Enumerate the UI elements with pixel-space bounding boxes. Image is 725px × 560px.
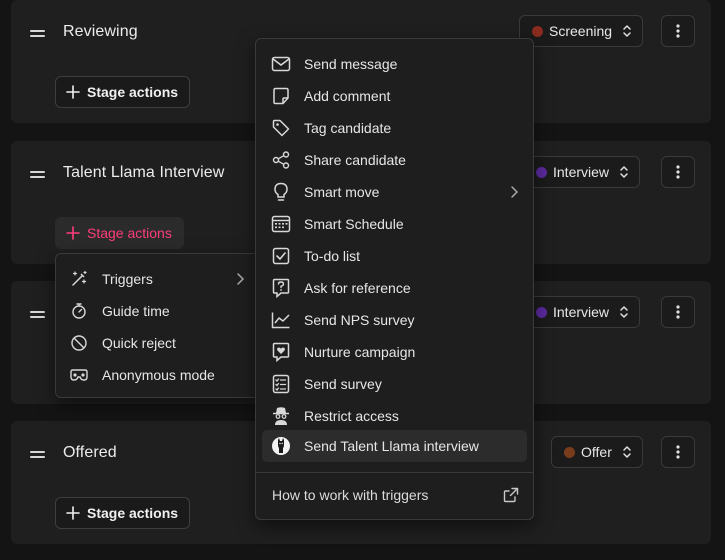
drag-handle-icon[interactable] [30, 309, 45, 319]
menu-divider [256, 472, 533, 473]
menu-item-label: To-do list [304, 248, 361, 264]
magic-wand-icon [69, 269, 89, 289]
envelope-icon [271, 54, 291, 74]
chevron-updown-icon [623, 446, 631, 458]
chevron-right-icon [511, 186, 519, 198]
menu-item-to-do-list[interactable]: To-do list [262, 241, 527, 271]
menu-item-label: Add comment [304, 88, 391, 104]
stage-title: Reviewing [63, 23, 138, 40]
more-options-button[interactable] [661, 296, 695, 328]
stage-actions-label: Stage actions [87, 505, 179, 521]
status-label: Interview [553, 164, 610, 180]
menu-item-guide-time[interactable]: Guide time [60, 296, 253, 326]
stage-actions-button[interactable]: Stage actions [55, 76, 191, 108]
more-vertical-icon [676, 24, 680, 38]
menu-item-smart-schedule[interactable]: Smart Schedule [262, 209, 527, 239]
chevron-right-icon [237, 273, 245, 285]
more-vertical-icon [676, 445, 680, 459]
help-link-label: How to work with triggers [272, 487, 429, 503]
drag-handle-icon[interactable] [30, 169, 45, 179]
more-vertical-icon [676, 165, 680, 179]
menu-item-label: Send NPS survey [304, 312, 415, 328]
menu-item-label: Send Talent Llama interview [304, 438, 479, 454]
status-dot [536, 306, 547, 318]
menu-item-share-candidate[interactable]: Share candidate [262, 145, 527, 175]
menu-item-label: Send message [304, 56, 398, 72]
drag-handle-icon[interactable] [30, 449, 45, 459]
stage-status-select[interactable]: Interview [523, 156, 641, 188]
tag-icon [271, 118, 291, 138]
note-icon [271, 86, 291, 106]
status-dot [564, 446, 575, 458]
chevron-updown-icon [620, 166, 628, 178]
menu-item-triggers[interactable]: Triggers [60, 264, 253, 294]
external-link-icon [503, 487, 519, 503]
stage-actions-menu: Triggers Guide time Quick reject Anonymo… [55, 253, 260, 398]
stage-actions-label: Stage actions [87, 225, 172, 241]
menu-item-send-talent-llama-interview[interactable]: Send Talent Llama interview [262, 430, 527, 462]
stage-actions-label: Stage actions [87, 84, 179, 100]
menu-item-quick-reject[interactable]: Quick reject [60, 328, 253, 358]
calendar-icon [271, 214, 291, 234]
menu-item-add-comment[interactable]: Add comment [262, 81, 527, 111]
stage-title: Offered [63, 444, 117, 461]
menu-item-anonymous-mode[interactable]: Anonymous mode [60, 360, 253, 390]
spy-icon [271, 406, 291, 426]
chevron-updown-icon [620, 306, 628, 318]
menu-item-label: Smart move [304, 184, 380, 200]
stage-actions-button[interactable]: Stage actions [55, 497, 191, 529]
stage-status-select[interactable]: Screening [519, 15, 644, 47]
menu-item-label: Quick reject [102, 335, 176, 351]
share-icon [271, 150, 291, 170]
menu-item-ask-for-reference[interactable]: Ask for reference [262, 273, 527, 303]
menu-item-label: Ask for reference [304, 280, 411, 296]
stopwatch-icon [69, 301, 89, 321]
status-label: Screening [549, 23, 613, 39]
stage-status-select[interactable]: Offer [551, 436, 643, 468]
menu-item-label: Nurture campaign [304, 344, 416, 360]
llama-icon [271, 436, 291, 456]
checklist-icon [271, 374, 291, 394]
more-options-button[interactable] [661, 15, 695, 47]
status-dot [536, 166, 547, 178]
menu-item-label: Smart Schedule [304, 216, 404, 232]
question-icon [271, 278, 291, 298]
stage-status-select[interactable]: Interview [523, 296, 641, 328]
status-label: Offer [581, 444, 612, 460]
menu-item-tag-candidate[interactable]: Tag candidate [262, 113, 527, 143]
menu-item-label: Anonymous mode [102, 367, 215, 383]
drag-handle-icon[interactable] [30, 28, 45, 38]
status-dot [532, 25, 543, 37]
mask-icon [69, 365, 89, 385]
plus-icon [66, 85, 80, 99]
help-link[interactable]: How to work with triggers [272, 487, 519, 503]
status-label: Interview [553, 304, 610, 320]
menu-item-nurture-campaign[interactable]: Nurture campaign [262, 337, 527, 367]
chevron-updown-icon [623, 25, 631, 37]
menu-item-restrict-access[interactable]: Restrict access [262, 401, 527, 431]
stage-actions-button[interactable]: Stage actions [55, 217, 184, 249]
menu-item-send-message[interactable]: Send message [262, 49, 527, 79]
menu-item-smart-move[interactable]: Smart move [262, 177, 527, 207]
more-vertical-icon [676, 305, 680, 319]
menu-item-send-survey[interactable]: Send survey [262, 369, 527, 399]
menu-item-label: Share candidate [304, 152, 406, 168]
menu-item-send-nps-survey[interactable]: Send NPS survey [262, 305, 527, 335]
menu-item-label: Guide time [102, 303, 170, 319]
triggers-menu: Send message Add comment Tag candidate S… [255, 38, 534, 520]
plus-icon [66, 226, 80, 240]
chart-line-icon [271, 310, 291, 330]
menu-item-label: Send survey [304, 376, 382, 392]
menu-item-label: Tag candidate [304, 120, 392, 136]
block-icon [69, 333, 89, 353]
stage-title: Talent Llama Interview [63, 164, 225, 181]
checkbox-icon [271, 246, 291, 266]
more-options-button[interactable] [661, 436, 695, 468]
lightbulb-icon [271, 182, 291, 202]
menu-item-label: Triggers [102, 271, 153, 287]
menu-item-label: Restrict access [304, 408, 399, 424]
plus-icon [66, 506, 80, 520]
heart-chat-icon [271, 342, 291, 362]
more-options-button[interactable] [661, 156, 695, 188]
